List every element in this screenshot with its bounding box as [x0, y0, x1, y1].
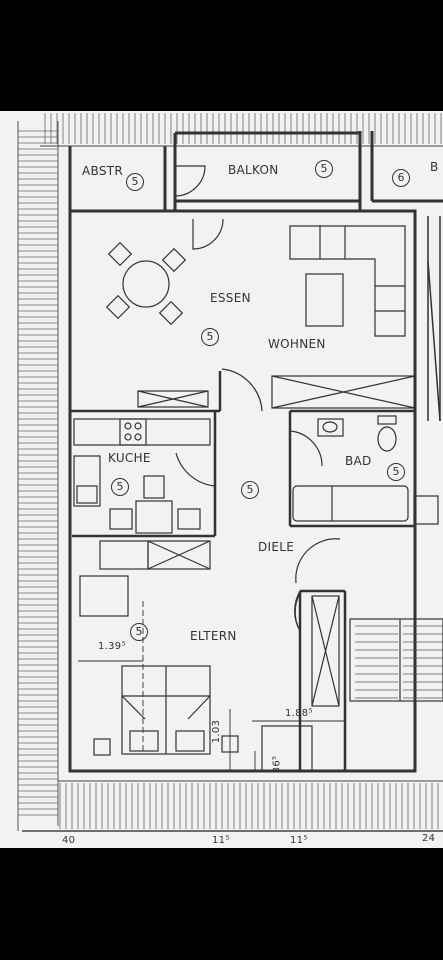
- room-marker-bad: 5: [387, 463, 405, 481]
- interior-walls: [70, 216, 417, 773]
- scale-label-right: 24: [422, 833, 436, 844]
- floor-plan-drawing: [17, 113, 443, 832]
- dimension-eltern-width: 1.39⁵: [98, 641, 126, 652]
- room-label-abstr: ABSTR: [82, 164, 124, 178]
- sofa: [289, 225, 406, 337]
- room-marker-abstr: 5: [126, 173, 144, 191]
- dimension-vertical-b: 36⁵: [271, 755, 283, 774]
- dimension-vertical-a: 1.03: [211, 719, 223, 744]
- dining-table: [105, 241, 187, 326]
- roof-hatch-lines-top: [44, 113, 442, 144]
- room-label-diele: DIELE: [258, 540, 295, 554]
- roof-hatch-lines-bottom: [59, 783, 439, 829]
- staircase: [349, 618, 443, 702]
- window-units: [137, 375, 416, 707]
- scale-label-left: 40: [62, 835, 76, 846]
- dimension-lines: [78, 601, 345, 771]
- room-label-wohnen: WOHNEN: [268, 337, 326, 351]
- scale-label-mid-a: 11⁵: [212, 835, 230, 846]
- room-marker-balkon: 5: [315, 160, 333, 178]
- room-label-essen: ESSEN: [210, 291, 251, 305]
- room-label-kueche: KUCHE: [108, 451, 151, 465]
- bathroom-fixtures: [292, 415, 439, 525]
- scale-label-mid-b: 11⁵: [290, 835, 308, 846]
- roof-hatch-lines-left: [18, 130, 58, 816]
- room-label-bad: BAD: [345, 454, 372, 468]
- roof-hatch-left: [17, 121, 59, 831]
- floor-plan: ABSTR 5 BALKON 5 6 B ESSEN 5 WOHNEN KUCH…: [0, 111, 443, 848]
- room-marker-balkon-right: 6: [392, 169, 410, 187]
- dimension-right-width: 1.88⁵: [285, 708, 313, 719]
- room-label-balkon: BALKON: [228, 163, 279, 177]
- kitchen-units: [73, 418, 211, 534]
- right-edge-structure: [427, 216, 441, 422]
- stair-steps: [355, 625, 443, 699]
- room-label-balkon-right: B: [430, 160, 439, 174]
- room-marker-kueche: 5: [111, 478, 129, 496]
- bedroom-furniture: [79, 540, 313, 772]
- room-marker-diele: 5: [241, 481, 259, 499]
- room-marker-essen: 5: [201, 328, 219, 346]
- doors: [174, 165, 341, 632]
- room-marker-eltern: 5: [130, 623, 148, 641]
- room-label-eltern: ELTERN: [190, 629, 237, 643]
